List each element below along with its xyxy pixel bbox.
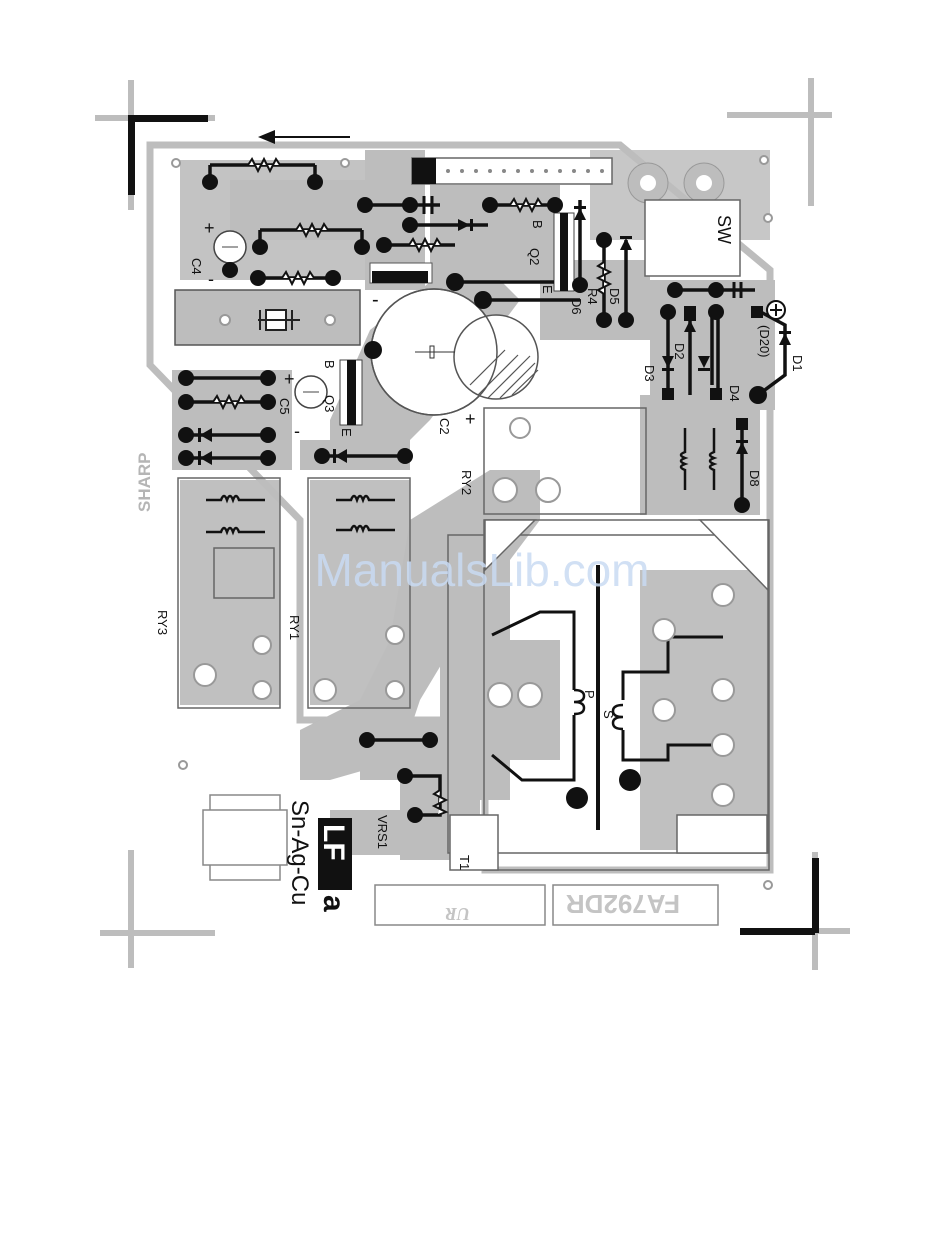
plus-c4: + [204,218,215,238]
header-connector [412,158,612,184]
label-b-q2: B [530,220,545,229]
label-s: S [601,710,616,719]
solder-alloy: Sn-Ag-Cu [286,800,313,905]
label-ry1: RY1 [287,615,302,640]
label-sw: SW [714,215,734,244]
plus-c2: + [465,409,476,429]
label-c2: C2 [437,418,452,435]
label-d3: D3 [642,365,657,382]
part-number: FA792DR [566,889,680,919]
label-c5: C5 [277,398,292,415]
label-r4: R4 [585,288,600,305]
label-d20: (D20) [757,325,772,358]
minus-c2: - [372,289,379,311]
label-q2: Q2 [527,248,542,265]
label-d2: D2 [672,343,687,360]
label-d6: D6 [569,298,584,315]
minus-c5: - [294,421,300,441]
label-q3: Q3 [322,395,337,412]
transistor-q2 [554,213,574,291]
lead-free-text: LF [317,824,350,861]
watermark: ManualsLib.com [315,544,650,596]
label-e-q3: E [339,428,354,437]
capacitor-c4 [214,231,246,263]
label-vrs1: VRS1 [375,815,390,849]
label-c4: C4 [189,258,204,275]
ul-mark: UR [445,904,470,924]
label-d4: D4 [727,385,742,402]
label-p: P [582,690,597,699]
ic-small [370,263,432,283]
lead-free-logo: LF a [317,818,352,912]
plus-c5: + [284,369,295,389]
label-ry3: RY3 [155,610,170,635]
sharp-mark: SHARP [135,452,154,512]
minus-c4: - [208,269,214,289]
label-ry2: RY2 [459,470,474,495]
label-b-q3: B [322,360,337,369]
label-d1: D1 [790,355,805,372]
transistor-q3 [340,360,362,425]
label-t1: T1 [457,855,472,870]
polarity-plus-icon [767,301,785,319]
label-d8: D8 [747,470,762,487]
label-d5: D5 [607,288,622,305]
lead-free-letter: a [317,895,350,912]
label-e-q2: E [540,285,555,294]
